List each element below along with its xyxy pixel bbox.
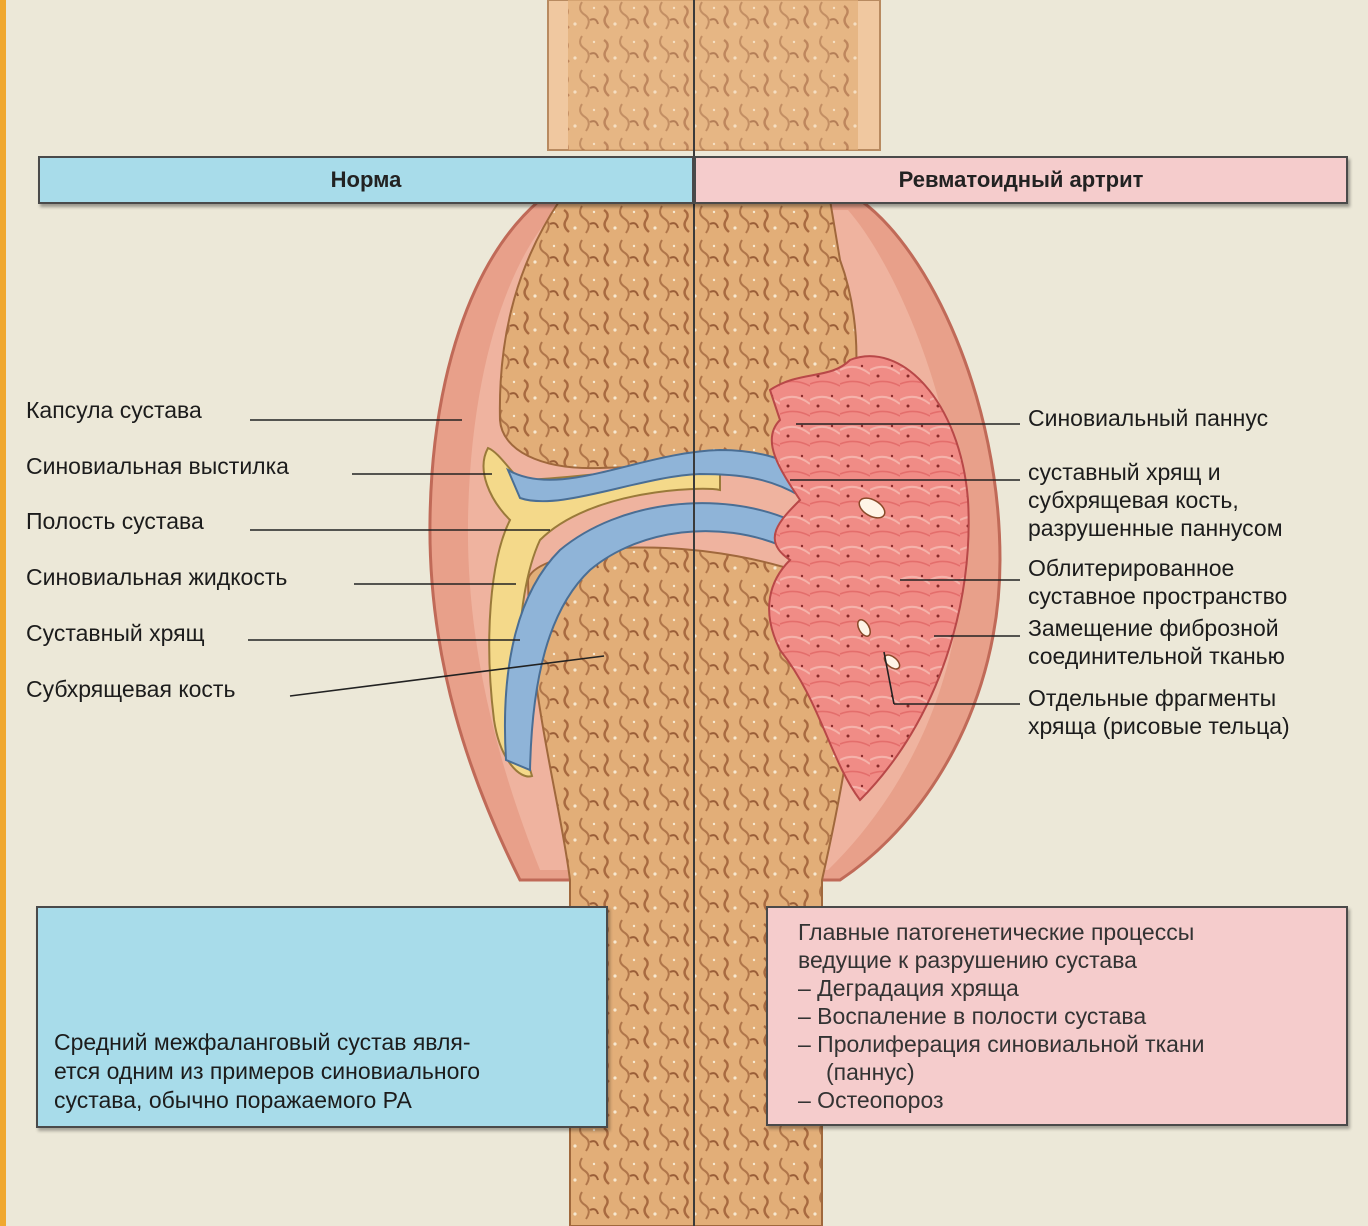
page-edge-strip: [0, 0, 6, 1226]
process-item: – Пролиферация синовиальной ткани: [798, 1030, 1346, 1058]
process-item: – Деградация хряща: [798, 974, 1346, 1002]
finger-caption: Средний межфаланговый сустав явля- ется …: [54, 1028, 480, 1115]
label-fibrous-replacement: Замещение фиброзной соединительной ткань…: [1028, 614, 1285, 670]
process-item: – Остеопороз: [798, 1086, 1346, 1114]
processes-box: Главные патогенетические процессы ведущи…: [766, 906, 1348, 1126]
label-synovial-fluid: Синовиальная жидкость: [26, 563, 287, 591]
label-articular-cartilage: Суставный хрящ: [26, 619, 205, 647]
process-item: – Воспаление в полости сустава: [798, 1002, 1346, 1030]
process-item: (паннус): [798, 1058, 1346, 1086]
finger-inset-box: Средний межфаланговый сустав явля- ется …: [36, 906, 608, 1128]
label-destroyed-cartilage: суставный хрящ и субхрящевая кость, разр…: [1028, 458, 1283, 542]
label-synovial-lining: Синовиальная выстилка: [26, 452, 289, 480]
normal-header: Норма: [38, 156, 694, 204]
label-rice-bodies: Отдельные фрагменты хряща (рисовые тельц…: [1028, 684, 1290, 740]
label-synovial-pannus: Синовиальный паннус: [1028, 404, 1268, 432]
label-subchondral-bone: Субхрящевая кость: [26, 675, 235, 703]
label-obliterated-space: Облитерированное суставное пространство: [1028, 554, 1287, 610]
label-joint-capsule: Капсула сустава: [26, 396, 202, 424]
ra-header: Ревматоидный артрит: [694, 156, 1348, 204]
processes-title-line-2: ведущие к разрушению сустава: [798, 946, 1346, 974]
processes-title-line-1: Главные патогенетические процессы: [798, 918, 1346, 946]
label-joint-cavity: Полость сустава: [26, 507, 204, 535]
